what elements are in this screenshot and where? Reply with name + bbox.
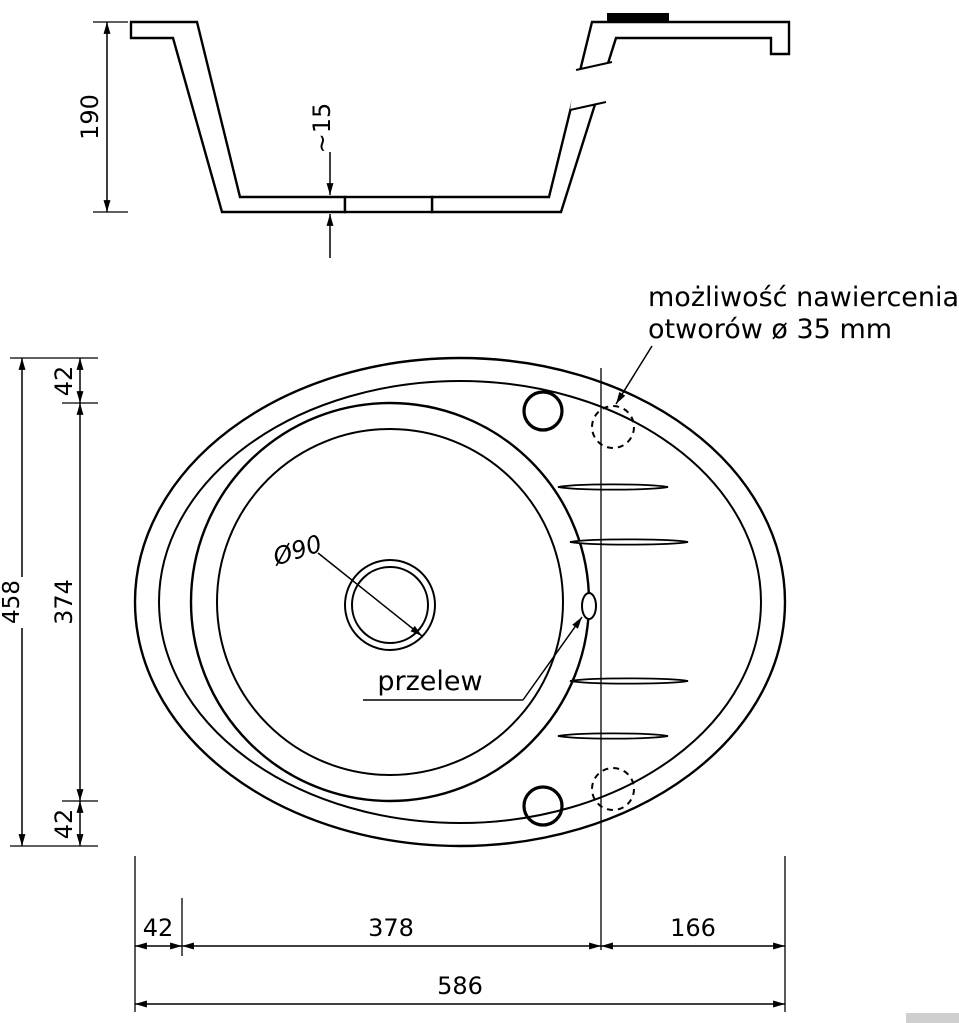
dimension-bottom-thickness: ~15	[308, 103, 336, 258]
break-edge-bottom	[569, 101, 607, 111]
drain-inner-circle	[351, 566, 429, 644]
dim-bowl-height-label: 374	[50, 579, 78, 625]
dim-total-width-label: 586	[437, 972, 483, 1000]
drainer-groove	[557, 483, 669, 491]
vertical-dimensions: 458 42 374 42	[0, 357, 98, 847]
bowl-outer-circle	[189, 401, 591, 803]
dim-top-offset-label: 42	[50, 366, 78, 397]
drill-annotation-line1: możliwość nawiercenia	[648, 282, 959, 313]
dimension-section-height: 190	[76, 21, 128, 213]
sink-inner-rim	[158, 380, 762, 824]
dim-drainer-zone-label: 166	[670, 914, 716, 942]
bowl-inner-circle	[216, 428, 564, 776]
leader-line	[317, 552, 423, 637]
plan-view: Ø90 przelew możliwość nawiercenia otworó…	[133, 282, 959, 848]
cross-section-view: 190 ~15	[76, 13, 791, 258]
dim-bottom-offset-label: 42	[50, 809, 78, 840]
drain-diameter-label: Ø90	[269, 529, 326, 571]
leader-line	[522, 616, 583, 701]
section-drain-recess	[343, 195, 434, 214]
dim-total-height-label: 458	[0, 580, 25, 624]
corner-artifact	[906, 1013, 959, 1023]
drill-annotation: możliwość nawiercenia otworów ø 35 mm	[615, 282, 959, 405]
overflow-hole	[581, 592, 597, 620]
overflow-label: przelew	[377, 666, 482, 697]
dim-bottom-thickness-label: ~15	[308, 103, 336, 154]
break-symbol	[570, 62, 612, 110]
drain-diameter-callout: Ø90	[269, 529, 423, 637]
leader-line	[615, 345, 653, 405]
horizontal-dimensions: 42 378 166 586	[134, 368, 786, 1012]
section-right-profile	[430, 20, 791, 214]
faucet-hole-top	[522, 390, 564, 432]
drill-annotation-line2: otworów ø 35 mm	[648, 314, 892, 345]
drainer-groove	[569, 677, 689, 685]
overflow-callout: przelew	[363, 616, 583, 701]
drainer-groove	[557, 732, 669, 740]
drain-outer-circle	[344, 559, 436, 651]
faucet-hole-bottom	[522, 785, 564, 827]
drainer-groove	[569, 538, 689, 546]
optional-hole-top	[591, 405, 635, 449]
break-edge-top	[575, 61, 613, 71]
sink-outer-rim	[133, 356, 787, 848]
optional-hole-bottom	[591, 767, 635, 811]
section-taphole-marking	[607, 13, 669, 22]
dim-bowl-zone-label: 378	[368, 914, 414, 942]
dim-section-height-label: 190	[76, 94, 104, 140]
dim-left-offset-label: 42	[143, 914, 174, 942]
